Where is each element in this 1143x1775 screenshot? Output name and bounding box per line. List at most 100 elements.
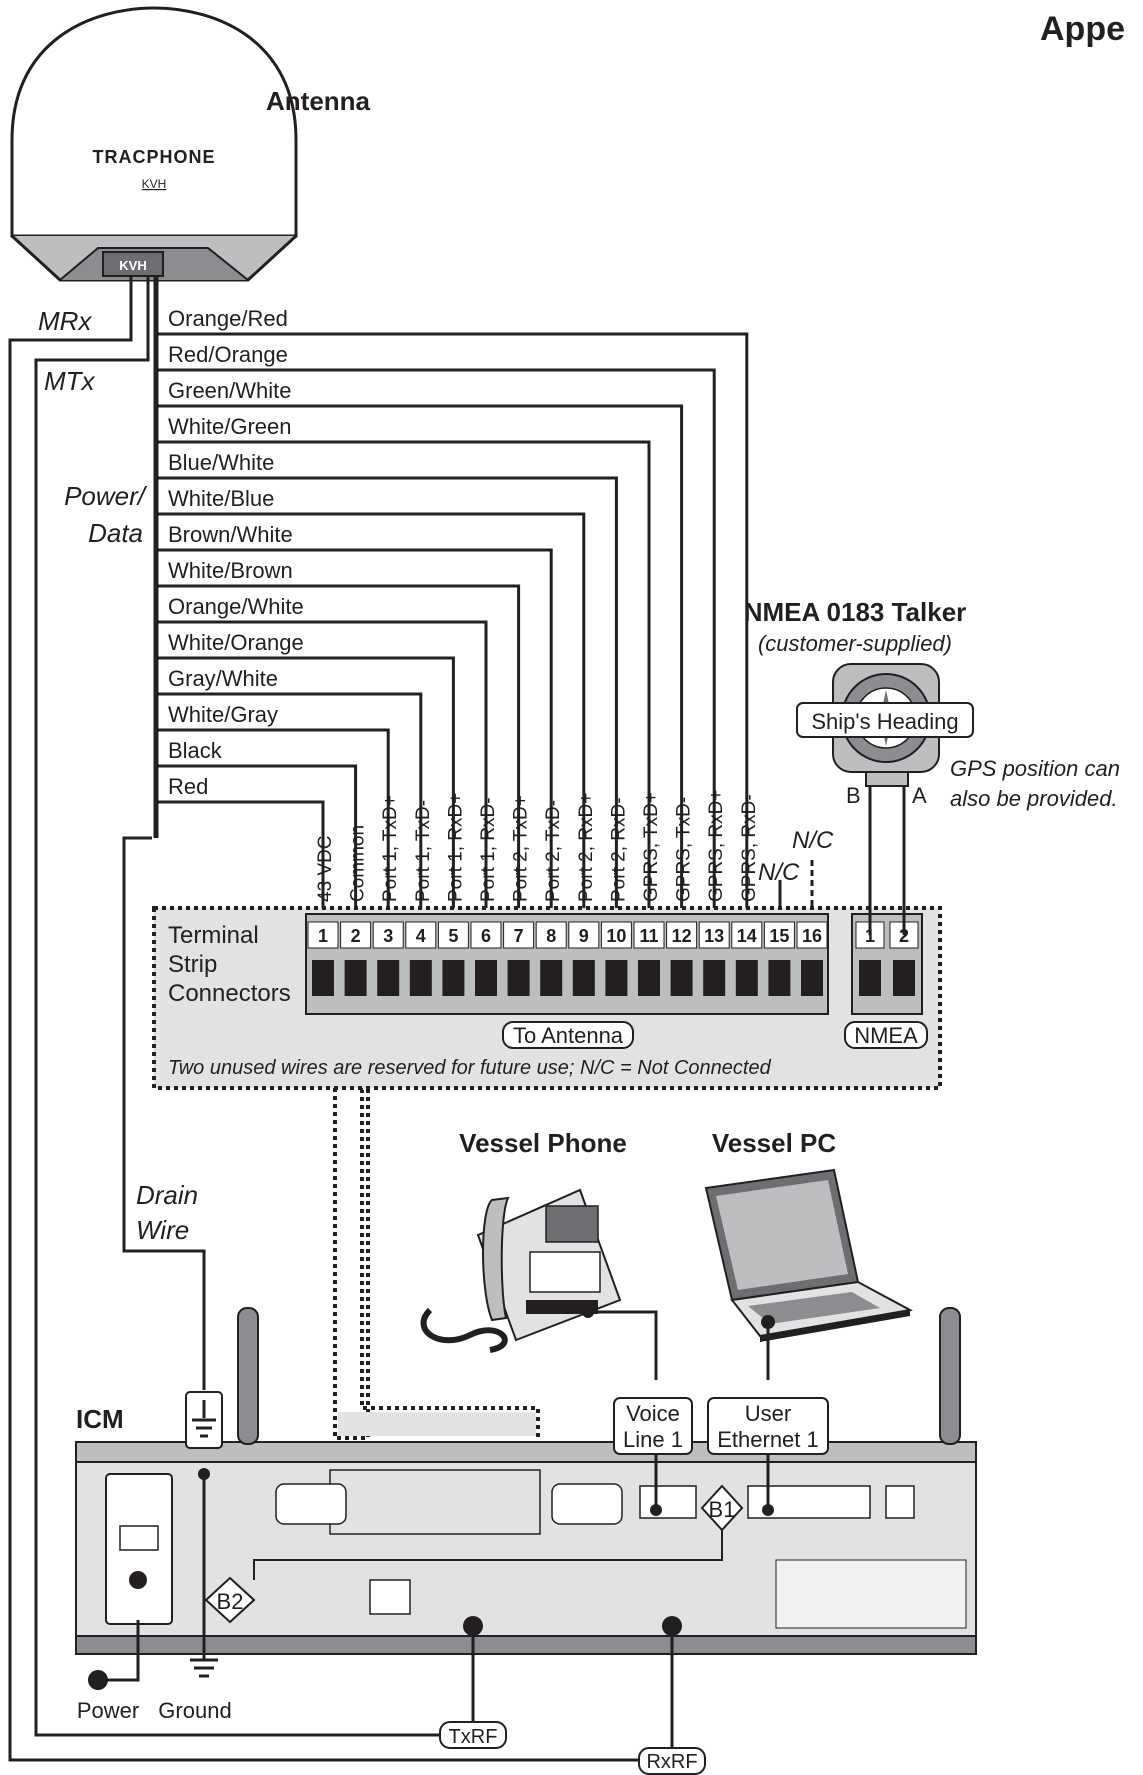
wire-line [156,368,716,908]
wire-color-label: White/Gray [168,702,278,727]
terminal-note: Two unused wires are reserved for future… [168,1057,772,1079]
ships-heading-label: Ship's Heading [811,709,958,734]
phone-icon [420,1188,622,1353]
wire-line [156,476,618,908]
nmea-label: NMEA [854,1023,918,1048]
pin-socket [377,960,400,996]
wire-line [156,656,455,908]
pin-function-label: Port 1, RxD- [478,797,499,902]
pin-function-label: Port 2, RxD+ [576,793,597,902]
pin-number: 4 [416,926,426,946]
pin-number: 10 [606,926,626,946]
pin-number: 15 [769,926,789,946]
voice-line-tag [613,1397,693,1455]
gps-note-1: GPS position can [950,756,1120,781]
pin-number-cell [568,921,600,949]
wire-color-label: Black [168,738,223,763]
pin-number-cell [731,921,763,949]
power-data-label-2: Data [88,518,143,548]
mrx-label: MRx [38,306,92,336]
nmea-pin-number: 2 [899,926,909,946]
pin-socket [801,960,823,996]
pin-socket [442,960,465,996]
pin-number: 6 [481,926,491,946]
wire-color-label: White/Brown [168,558,293,583]
pin-socket [605,960,628,996]
pin-socket [572,960,595,996]
pin-number-cell [666,921,698,949]
pin-function-label: Port 2, TxD- [543,800,564,902]
to-antenna-label: To Antenna [513,1023,624,1048]
pin-socket [703,960,726,996]
wire-line [156,728,390,908]
drain-wire-label-2: Wire [136,1215,189,1245]
pin-function-label: 43 VDC [315,835,336,902]
b1-label: B1 [709,1497,736,1522]
pin-function-label: Port 1, TxD- [413,800,434,902]
wire-line [156,764,358,908]
nmea-talker-title: NMEA 0183 Talker [744,597,967,627]
ground-label: Ground [158,1698,231,1723]
power-data-label-1: Power/ [64,481,148,511]
pin-socket [768,960,791,996]
terminal-to-icm-link [333,1088,540,1440]
wire-line [156,584,521,908]
nmea-pin-number: 1 [865,926,875,946]
drain-wire [122,836,206,1390]
nmea-pin-a-label: A [912,783,927,808]
antenna-radome [10,6,298,282]
pin-number: 12 [672,926,692,946]
pin-function-label: GPRS, RxD+ [706,790,727,902]
pin-socket [507,960,530,996]
wifi-antenna-right-icon [939,1307,961,1445]
rxrf-label: RxRF [646,1751,697,1773]
icm-title: ICM [76,1404,124,1434]
pin-socket [312,960,334,996]
wire-color-label: Gray/White [168,666,278,691]
wire-color-label: Red [168,774,208,799]
terminal-title-1: Terminal [168,922,259,949]
ships-heading-tag [796,702,974,738]
pin-function-label: GPRS, TxD- [674,797,695,902]
pin-number: 8 [546,926,556,946]
drain-wire-label-1: Drain [136,1180,198,1210]
pin-socket [409,960,432,996]
antenna-title: Antenna [266,86,371,116]
page-title: Appe [1040,10,1125,48]
nmea-talker-subtitle: (customer-supplied) [758,631,952,656]
pin-socket [344,960,367,996]
terminal-title-3: Connectors [168,980,291,1007]
voice-line-label-2: Line 1 [623,1427,683,1452]
pin-number: 14 [737,926,757,946]
pin-number-cell [503,921,535,949]
earth-ground-icon [190,1658,218,1678]
terminal-title-2: Strip [168,951,217,978]
b2-label: B2 [217,1589,244,1614]
pin-number-cell [698,921,730,949]
pin-number-cell [600,921,632,949]
pin-function-label: Port 1, RxD+ [445,793,466,902]
nmea-pin-socket [893,960,915,996]
pin-number-cell [535,921,567,949]
pin-socket [475,960,497,996]
pin-socket [638,960,660,996]
pin-function-label: GPRS, TxD+ [641,792,662,902]
txrf-label: TxRF [449,1726,498,1748]
pin-function-label: Port 2, TxD+ [511,795,532,902]
antenna-logo: KVH [142,177,167,191]
rxrf-tag [638,1747,706,1775]
nc-15-label: N/C [758,859,800,886]
wire-color-label: White/Orange [168,630,304,655]
pin-socket [670,960,693,996]
vessel-phone-title: Vessel Phone [459,1128,627,1158]
wire-line [156,620,488,908]
to-antenna-tag [502,1021,634,1049]
chassis-ground-icon [192,1400,216,1438]
nmea-pin-b-label: B [846,783,861,808]
pin-socket [540,960,563,996]
nmea-pin-socket [859,960,881,996]
wire-color-label: White/Blue [168,486,274,511]
vessel-pc-title: Vessel PC [712,1128,837,1158]
